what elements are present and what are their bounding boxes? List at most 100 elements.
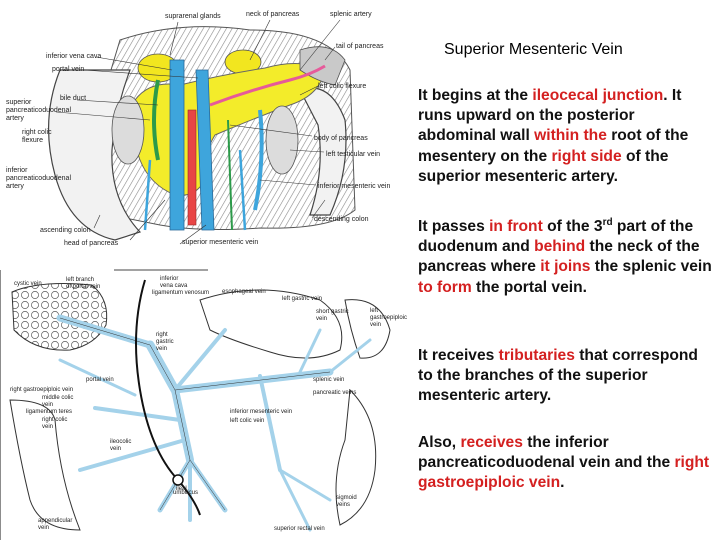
highlighted-term: receives xyxy=(460,434,523,451)
label-tail-of-pancreas: tail of pancreas xyxy=(336,43,384,50)
label-descending-colon: descending colon xyxy=(314,216,369,223)
text-segment: that correspond to the branches of the s… xyxy=(418,347,698,405)
label-ivc-2: vena cava xyxy=(160,283,188,289)
label-right-gastroepiploic-vein: right gastroepiploic vein xyxy=(10,387,73,393)
label-left-gastroepiploic-3: vein xyxy=(370,322,381,328)
right-kidney-shape xyxy=(111,95,145,165)
label-left-colic-vein: left colic vein xyxy=(230,418,264,424)
text-segment: . It runs upward on the posterior abdomi… xyxy=(418,87,682,145)
label-portal-vein-bottom: portal vein xyxy=(86,377,114,383)
label-splenic-artery: splenic artery xyxy=(330,11,372,18)
highlighted-term: within the xyxy=(534,127,607,145)
label-ileocolic-2: vein xyxy=(110,446,121,452)
text-segment: the inferior pancreaticoduodenal vein an… xyxy=(418,434,675,472)
label-superior-mesenteric-vein: superior mesenteric vein xyxy=(182,239,258,246)
label-sigmoid-1: sigmoid xyxy=(336,495,357,501)
label-sigmoid-2: veins xyxy=(336,502,350,508)
label-neck-of-pancreas: neck of pancreas xyxy=(246,11,300,18)
text-segment: It begins at the xyxy=(418,87,533,104)
left-kidney-shape xyxy=(265,105,299,175)
label-head-of-pancreas: head of pancreas xyxy=(64,240,119,247)
ordinal-suffix: rd xyxy=(602,216,613,228)
text-segment: It passes xyxy=(418,218,490,235)
highlighted-term: to form xyxy=(418,278,472,296)
label-appendicular-2: vein xyxy=(38,525,49,531)
highlighted-term: tributaries xyxy=(498,347,575,364)
label-right-colic-flexure-1: right colic xyxy=(22,129,52,136)
label-inferior-mesenteric-vein: inferior mesenteric vein xyxy=(318,183,390,190)
top-diagram: suprarenal glands neck of pancreas splen… xyxy=(2,2,402,254)
label-left-branch-1: left branch xyxy=(66,277,94,283)
label-middle-colic-1: middle colic xyxy=(42,395,73,401)
umbilicus-marker xyxy=(172,474,184,486)
label-inf-pancreaticoduodenal-1: inferior xyxy=(6,167,28,174)
ivc-vessel xyxy=(169,59,185,231)
label-portal-vein: portal vein xyxy=(52,66,84,73)
label-appendicular-1: appendicular xyxy=(38,518,72,524)
paragraph-course: It passes in front of the 3rd part of th… xyxy=(418,217,716,298)
label-left-colic-flexure: left colic flexure xyxy=(318,83,366,90)
highlighted-term: behind xyxy=(534,238,586,256)
text-segment: the neck of the pancreas where xyxy=(418,238,700,276)
label-right-colic-flexure-2: flexure xyxy=(22,137,43,144)
label-right-gastric-2: gastric xyxy=(156,339,174,345)
highlighted-term: right gastroepiploic vein xyxy=(418,454,710,492)
label-inf-pancreaticoduodenal-3: artery xyxy=(6,183,24,190)
stomach-shape xyxy=(199,289,343,359)
label-ligamentum-venosum: ligamentum venosum xyxy=(152,290,209,296)
label-bile-duct: bile duct xyxy=(60,95,86,102)
label-ivc-1: inferior xyxy=(160,276,178,282)
splenic-artery-vessel xyxy=(209,64,326,107)
label-left-branch-2: of portal vein xyxy=(66,284,100,290)
text-segment: the splenic vein xyxy=(590,258,712,276)
label-splenic-vein: splenic vein xyxy=(313,377,344,383)
label-suprarenal-glands: suprarenal glands xyxy=(165,13,221,20)
label-left-gastroepiploic-1: left xyxy=(370,308,378,314)
label-sup-pancreaticoduodenal-2: pancreaticoduodenal xyxy=(6,107,71,114)
anatomy-figure: suprarenal glands neck of pancreas splen… xyxy=(0,2,408,540)
label-left-gastric-vein: left gastric vein xyxy=(282,296,322,302)
spleen-outline xyxy=(344,299,391,359)
text-segment: root of the mesentery on the xyxy=(418,127,689,165)
label-inferior-mesenteric-vein-bottom: inferior mesenteric vein xyxy=(230,409,292,415)
descending-colon-outline xyxy=(335,388,377,526)
label-sup-pancreaticoduodenal-1: superior xyxy=(6,99,32,106)
inferior-mesenteric-vein-vessel xyxy=(253,109,264,211)
label-ileocolic-1: ileocolic xyxy=(110,439,131,445)
illustration-panel: suprarenal glands neck of pancreas splen… xyxy=(0,2,408,540)
highlighted-term: ileocecal junction xyxy=(532,87,664,104)
ascending-colon-outline xyxy=(9,399,81,531)
label-short-gastric-2: vein xyxy=(316,316,327,322)
label-right-colic-2: vein xyxy=(42,424,53,430)
label-ascending-colon: ascending colon xyxy=(40,227,91,234)
bile-duct-vessel xyxy=(152,79,160,161)
label-pancreatic-veins: pancreatic veins xyxy=(313,390,356,396)
aorta-vessel xyxy=(187,109,197,226)
label-right-gastric-3: vein xyxy=(156,346,167,352)
descending-colon-shape xyxy=(299,87,347,216)
text-segment: It receives xyxy=(418,347,499,364)
label-inferior-vena-cava: inferior vena cava xyxy=(46,53,101,60)
label-cystic-vein: cystic vein xyxy=(14,281,42,287)
text-segment: . xyxy=(560,474,565,492)
label-middle-colic-2: vein xyxy=(42,402,53,408)
text-segment: part of the duodenum and xyxy=(418,218,694,256)
highlighted-term: right side xyxy=(551,147,622,165)
highlighted-term: in front xyxy=(489,218,543,235)
label-ligamentum-teres: ligamentum teres xyxy=(26,409,72,415)
label-ileal-veins-1: ileal xyxy=(176,486,187,492)
label-short-gastric-1: short gastric xyxy=(316,309,349,315)
label-body-of-pancreas: body of pancreas xyxy=(314,135,368,142)
label-sup-pancreaticoduodenal-3: artery xyxy=(6,115,24,122)
text-segment: of the 3 xyxy=(542,218,603,235)
paragraph-additional-tributaries: Also, receives the inferior pancreaticod… xyxy=(418,433,716,494)
paragraph-origin: It begins at the ileocecal junction. It … xyxy=(418,86,716,187)
bottom-diagram: cystic vein left branch of portal vein i… xyxy=(0,269,407,540)
text-segment: Also, xyxy=(418,434,461,451)
label-left-gastroepiploic-2: gastroepiploic xyxy=(370,315,407,321)
label-inf-pancreaticoduodenal-2: pancreaticoduodenal xyxy=(6,175,71,182)
label-umbilicus: umbilicus xyxy=(173,490,198,496)
label-esophageal-vein: esophageal vein xyxy=(222,289,266,295)
slide-title: Superior Mesenteric Vein xyxy=(444,41,623,58)
highlighted-term: it joins xyxy=(540,258,591,276)
